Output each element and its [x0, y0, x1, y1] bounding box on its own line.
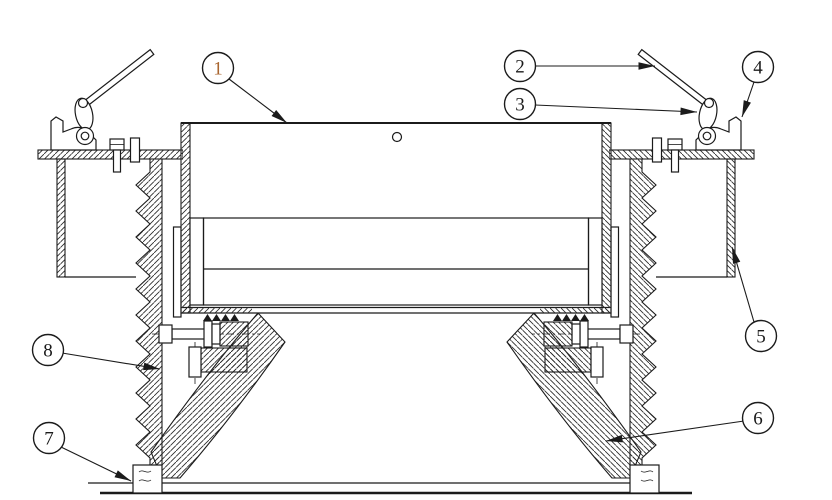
leader-arrow-8 [61, 352, 161, 371]
callout-8-label: 8 [43, 341, 53, 362]
inner-vessel [202, 217, 590, 306]
callout-8: 8 [31, 333, 65, 367]
callout-2-label: 2 [515, 57, 525, 78]
callout-6-label: 6 [753, 409, 763, 430]
lid-vent-hole [391, 131, 403, 143]
callout-7-label: 7 [44, 429, 54, 450]
leader-arrow-7 [60, 446, 132, 482]
callout-4-label: 4 [753, 58, 763, 79]
leader-arrow-3 [534, 104, 698, 116]
callout-1-label: 1 [213, 59, 223, 80]
leader-arrows [60, 62, 755, 482]
callout-5-label: 5 [756, 327, 766, 348]
leader-arrow-6 [605, 420, 745, 443]
callout-1: 1 [201, 51, 235, 85]
leader-arrow-5 [731, 246, 755, 323]
callout-2: 2 [503, 49, 537, 83]
leader-arrow-1 [228, 78, 288, 124]
leader-arrow-4 [741, 81, 755, 118]
callout-4: 4 [741, 50, 775, 84]
callout-5: 5 [744, 319, 778, 353]
callout-3: 3 [503, 87, 537, 121]
callout-6: 6 [741, 401, 775, 435]
callout-7: 7 [32, 421, 66, 455]
callout-3-label: 3 [515, 95, 525, 116]
